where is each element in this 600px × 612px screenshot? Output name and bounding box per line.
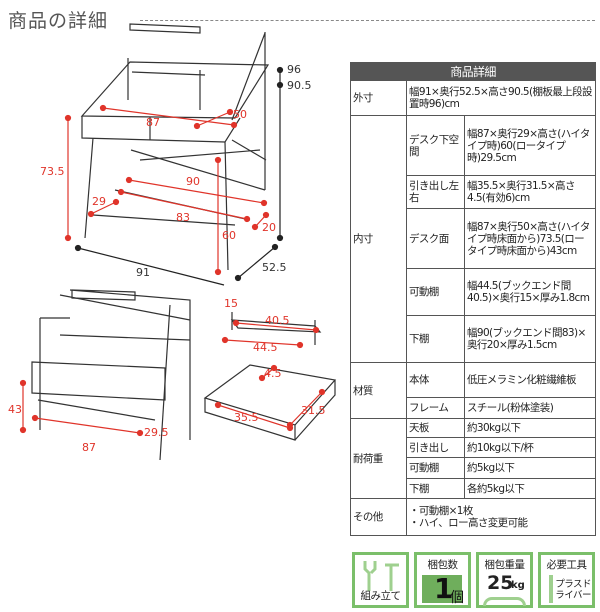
dim-91: 91	[136, 266, 150, 279]
row-value: 幅87×奥行50×高さ(ハイタイプ時床面から)73.5(ロータイプ時床面から)4…	[464, 208, 596, 269]
package-weight-value: 25	[487, 572, 514, 594]
row-label: デスク面	[406, 208, 465, 269]
dim-29-5: 29.5	[144, 426, 169, 439]
dim-40-5: 40.5	[265, 314, 290, 327]
row-value: 幅44.5(ブックエンド間40.5)×奥行15×厚み1.8cm	[464, 268, 596, 316]
row-label: 天板	[406, 418, 465, 438]
tools-icon: 必要工具 プラスドライバー	[538, 552, 595, 608]
other-line: ・ハイ、ロー高さ変更可能	[409, 517, 528, 529]
row-value: スチール(粉体塗装)	[464, 397, 596, 419]
dim-50: 50	[233, 108, 247, 121]
desk-low-drawing	[31, 289, 191, 461]
dim-83: 83	[176, 211, 190, 224]
tools-caption: 必要工具	[546, 559, 588, 571]
dim-90: 90	[186, 175, 200, 188]
row-label: 本体	[406, 362, 465, 398]
outer-label: 外寸	[350, 80, 407, 116]
outer-value: 幅91×奥行52.5×高さ90.5(棚板最上段設置時96)cm	[406, 80, 596, 116]
drawer-drawing	[203, 364, 337, 441]
row-value: 約30kg以下	[464, 418, 596, 438]
dim-20: 20	[262, 221, 276, 234]
screwdriver-icon	[549, 575, 553, 603]
dim-29: 29	[92, 195, 106, 208]
material-label: 材質	[350, 362, 407, 419]
black-dimension-lines	[74, 66, 284, 286]
title-divider	[140, 20, 595, 21]
dim-43: 43	[8, 403, 22, 416]
row-value: 幅87×奥行29×高さ(ハイタイプ時)60(ロータイプ時)29.5cm	[464, 115, 596, 176]
load-label: 耐荷重	[350, 418, 407, 499]
package-weight-icon: 梱包重量 25 kg	[476, 552, 533, 608]
row-label: 下棚	[406, 478, 465, 499]
other-value: ・可動棚×1枚・ハイ、ロー高さ変更可能	[406, 498, 596, 536]
dim-87: 87	[146, 116, 160, 129]
row-label: 下棚	[406, 315, 465, 363]
row-label: 可動棚	[406, 268, 465, 316]
row-value: 幅35.5×奥行31.5×高さ4.5(有効6)cm	[464, 175, 596, 209]
row-label: 引き出し	[406, 437, 465, 458]
package-weight-caption: 梱包重量	[484, 559, 526, 571]
red-dimension-lines	[19, 104, 326, 437]
dim-31-5: 31.5	[301, 404, 326, 417]
scale-icon	[483, 597, 526, 606]
dim-90-5: 90.5	[287, 79, 312, 92]
dim-87-low: 87	[82, 441, 96, 454]
package-count-value: 1	[434, 572, 454, 605]
row-label: フレーム	[406, 397, 465, 419]
box-icon	[422, 575, 462, 603]
row-label: デスク下空間	[406, 115, 465, 176]
tools-value: プラスドライバー	[555, 579, 591, 601]
row-value: 約5kg以下	[464, 457, 596, 479]
row-value: 約10kg以下/杯	[464, 437, 596, 458]
row-label: 引き出し左右	[406, 175, 465, 209]
package-count-caption: 梱包数	[427, 559, 459, 571]
package-weight-unit: kg	[511, 580, 525, 591]
dim-73-5: 73.5	[40, 165, 65, 178]
spec-header: 商品詳細	[350, 62, 596, 81]
dim-44-5: 44.5	[253, 341, 278, 354]
package-count-icon: 梱包数 1 個	[414, 552, 471, 608]
dim-15: 15	[224, 297, 238, 310]
desk-illustrations	[19, 23, 337, 461]
spec-table: 商品詳細 外寸幅91×奥行52.5×高さ90.5(棚板最上段設置時96)cm 内…	[350, 62, 596, 536]
row-value: 幅90(ブックエンド間83)×奥行20×厚み1.5cm	[464, 315, 596, 363]
assembly-caption: 組み立て	[360, 590, 402, 602]
wrench-hammer-icon	[363, 561, 399, 591]
row-label: 可動棚	[406, 457, 465, 479]
assembly-icon: 組み立て	[352, 552, 409, 608]
dim-96: 96	[287, 63, 301, 76]
other-line: ・可動棚×1枚	[409, 505, 473, 517]
dim-35-5: 35.5	[234, 411, 259, 424]
inner-label: 内寸	[350, 115, 407, 363]
dim-52-5: 52.5	[262, 261, 287, 274]
package-count-unit: 個	[450, 590, 464, 606]
other-label: その他	[350, 498, 407, 536]
page-title: 商品の詳細	[8, 10, 109, 32]
row-value: 各約5kg以下	[464, 478, 596, 499]
desk-high-drawing	[80, 23, 270, 271]
row-value: 低圧メラミン化粧繊維板	[464, 362, 596, 398]
dim-60: 60	[222, 229, 236, 242]
info-icons: 組み立て 梱包数 1 個 梱包重量 25 kg 必要工具 プラスドライバー	[352, 552, 595, 608]
dim-4-5: 4.5	[264, 367, 282, 380]
